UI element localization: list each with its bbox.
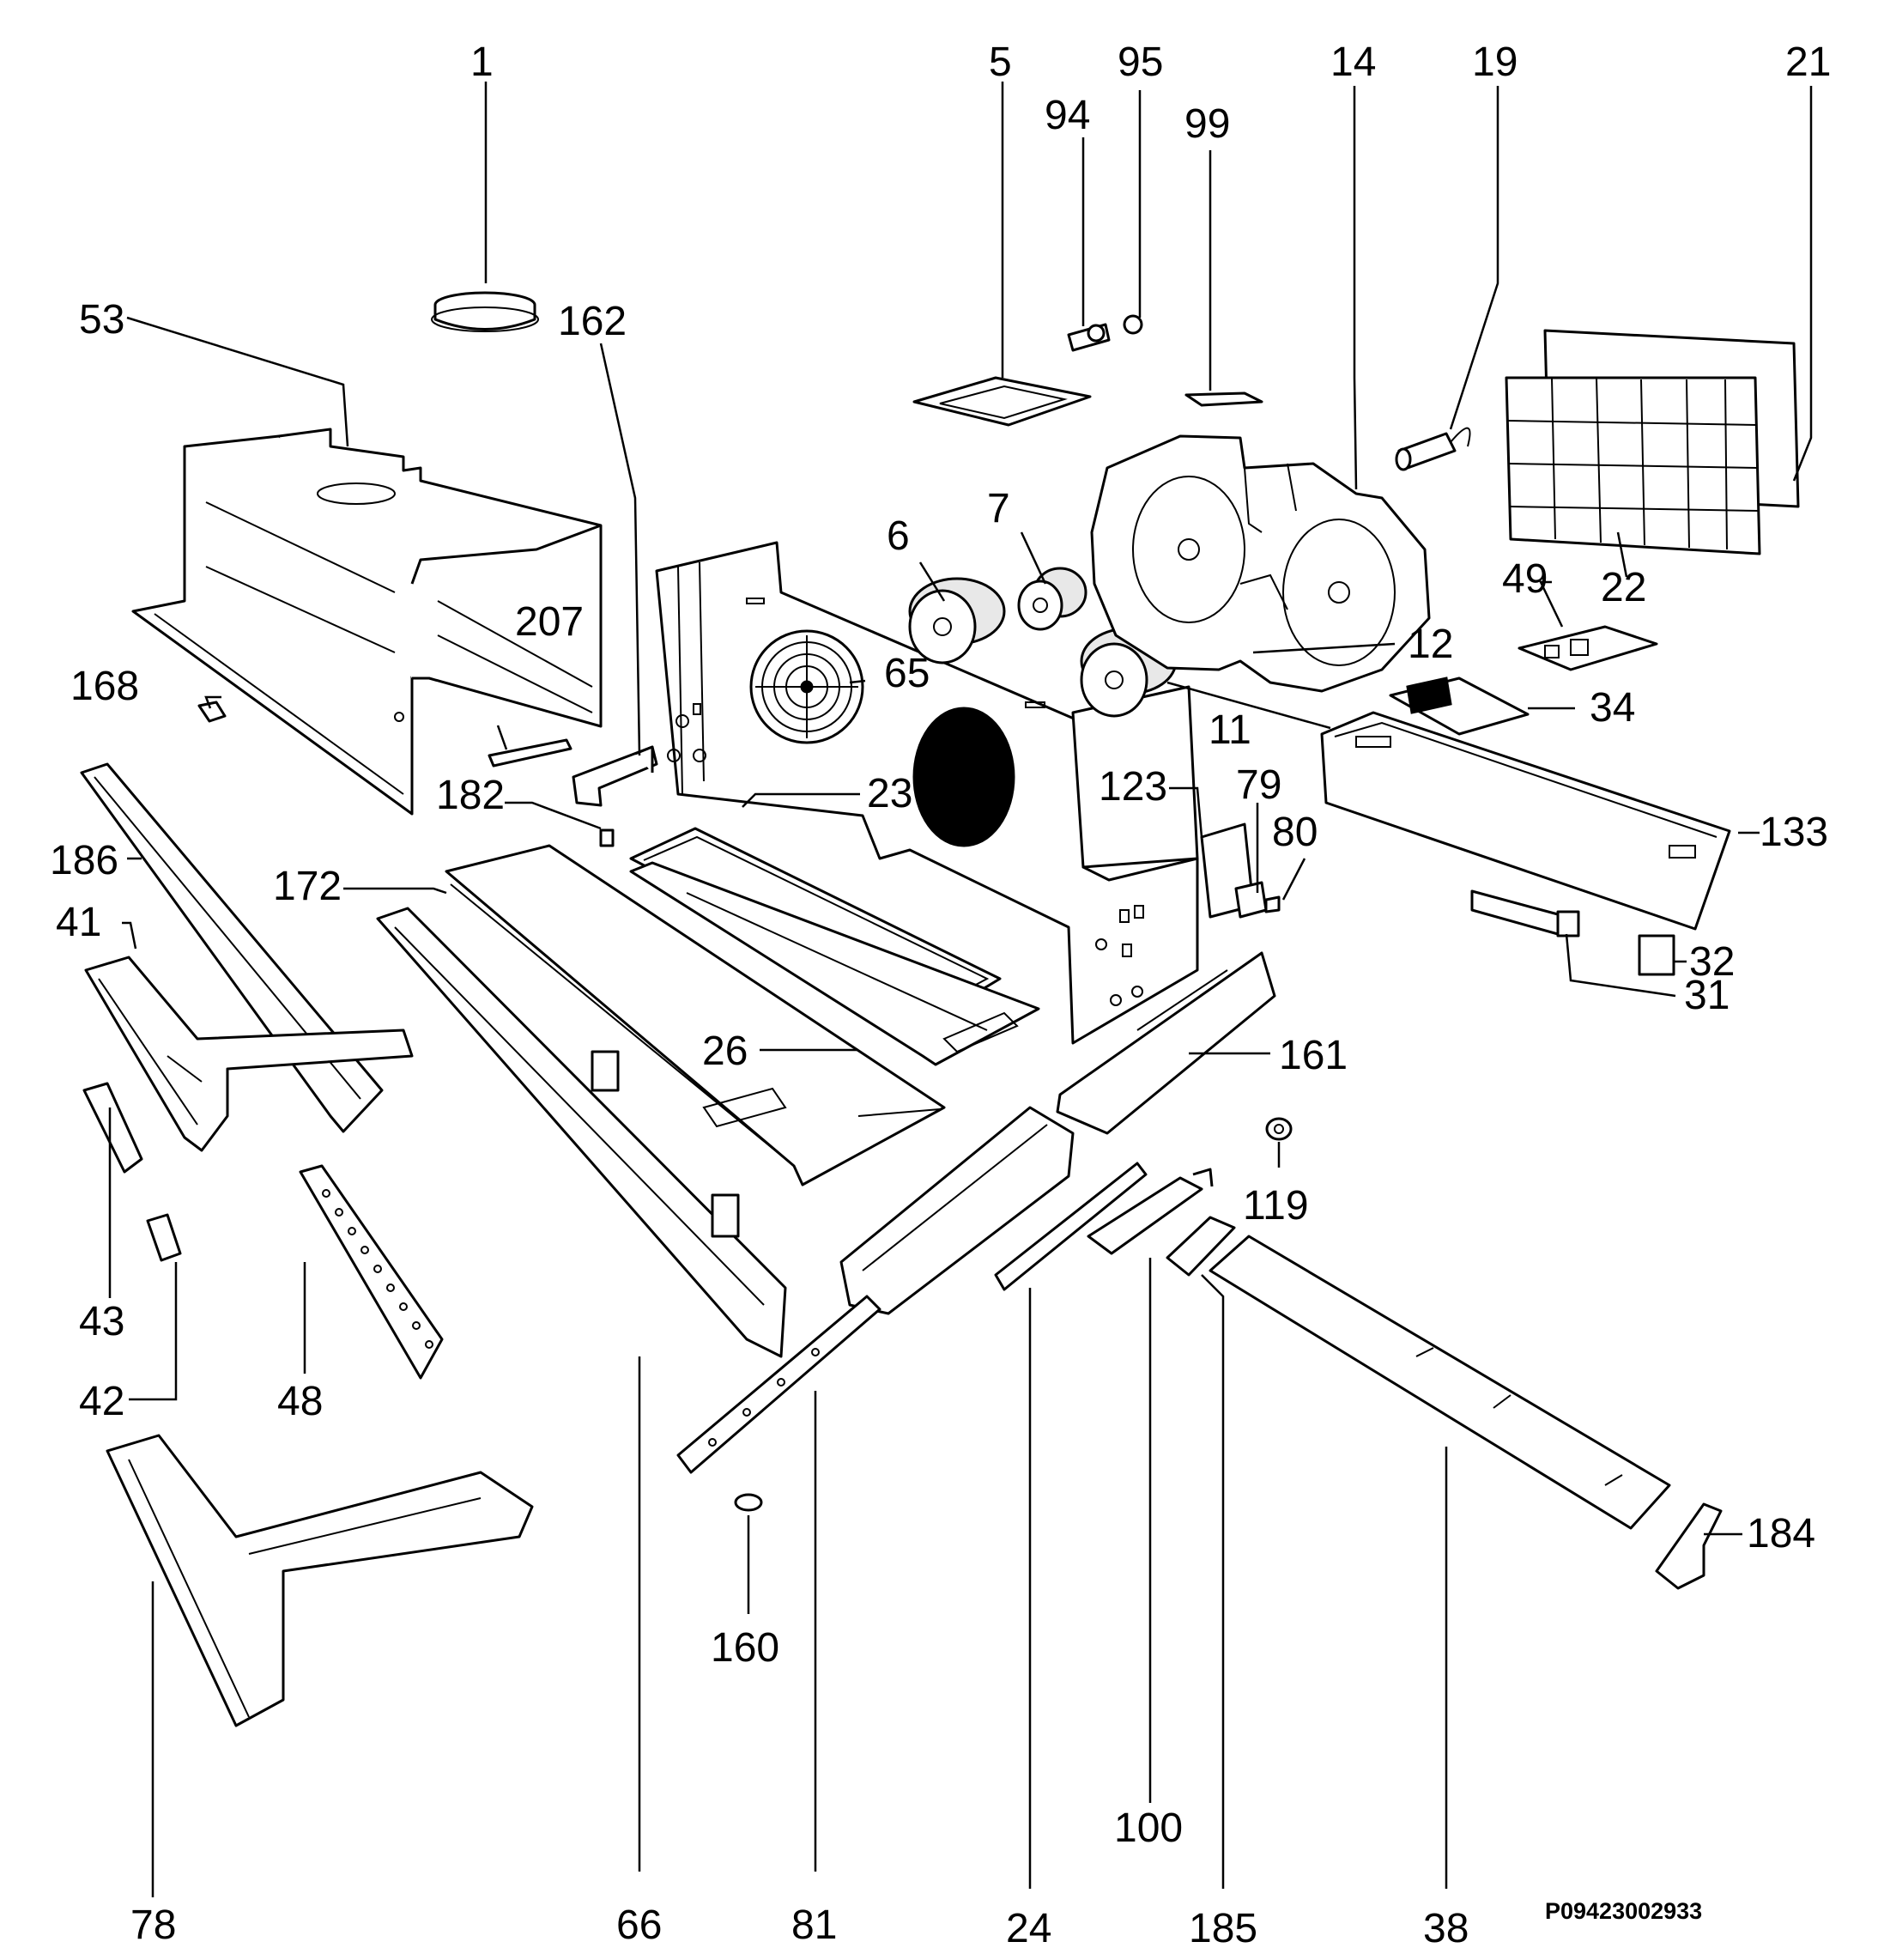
part-label: 34 [1590, 685, 1635, 731]
part-label: 133 [1760, 810, 1828, 855]
part-100-drawing [1087, 1168, 1214, 1255]
part-161-drawing [1056, 951, 1276, 1135]
part-label: 43 [79, 1299, 124, 1344]
part-162-drawing [572, 745, 658, 807]
part-label: 22 [1601, 565, 1646, 610]
part-1-drawing [431, 291, 539, 332]
part-label: 184 [1747, 1511, 1815, 1556]
part-label: 80 [1272, 810, 1318, 855]
leader-lines [108, 82, 1813, 1897]
fan-housing-frame-drawing [655, 541, 1199, 1045]
part-label: 26 [702, 1029, 748, 1074]
part-label: 32 [1689, 939, 1735, 985]
part-label: 48 [277, 1379, 323, 1424]
part-14-drawing [1090, 434, 1431, 693]
part-label: 207 [515, 599, 584, 645]
part-185-drawing [1166, 1216, 1236, 1277]
part-168-drawing [197, 701, 227, 723]
part-label: 185 [1189, 1906, 1257, 1951]
part-number-labels: 1 5 94 95 99 14 19 21 53 162 6 7 22 207 … [50, 39, 1831, 1951]
part-19-drawing [1395, 427, 1471, 471]
part-66-drawing [839, 1106, 1075, 1315]
part-label: 42 [79, 1379, 124, 1424]
switch-parts-drawing [1200, 822, 1281, 919]
clip-parts-drawing [82, 1082, 182, 1262]
part-label: 24 [1006, 1906, 1051, 1951]
part-119-drawing [1265, 1117, 1293, 1141]
part-label: 94 [1045, 93, 1090, 138]
small-parts-top-drawing [1067, 314, 1263, 407]
part-label: 41 [56, 900, 101, 945]
part-label: 95 [1118, 39, 1163, 85]
part-26-drawing [629, 861, 1040, 1066]
part-label: 172 [273, 864, 342, 909]
part-label: 1 [470, 39, 494, 85]
part-label: 168 [70, 664, 139, 709]
part-label: 66 [616, 1902, 662, 1948]
part-182-drawing [599, 828, 615, 847]
part-label: 11 [1209, 707, 1251, 753]
left-channel-drawing [376, 907, 787, 1358]
part-172-drawing [445, 844, 946, 1186]
part-label: 81 [791, 1902, 837, 1948]
part-186-drawing [80, 762, 384, 1133]
part-label: 79 [1236, 762, 1281, 808]
part-160-drawing [734, 1493, 763, 1512]
part-label: 100 [1114, 1805, 1183, 1851]
part-5-drawing [912, 376, 1092, 427]
part-label: 161 [1279, 1033, 1348, 1078]
part-38-drawing [1209, 1235, 1671, 1530]
part-label: 162 [558, 299, 627, 344]
circuit-parts-drawing [1389, 625, 1658, 736]
part-label: 160 [711, 1625, 779, 1671]
part-53-drawing [131, 428, 603, 816]
part-label: 123 [1099, 764, 1167, 810]
part-label: 38 [1423, 1906, 1469, 1951]
part-label: 65 [884, 651, 930, 696]
part-label: 31 [1684, 973, 1730, 1018]
part-48-drawing [299, 1164, 444, 1380]
part-label: 7 [987, 486, 1010, 531]
part-label: 23 [867, 771, 912, 816]
part-label: 21 [1785, 39, 1831, 85]
part-label: 53 [79, 297, 124, 343]
part-81-drawing [676, 1295, 881, 1474]
part-label: 99 [1184, 101, 1230, 147]
part-133-drawing [1320, 711, 1731, 931]
part-label: 6 [887, 513, 910, 559]
part-label: 19 [1472, 39, 1518, 85]
filter-parts-drawing [1505, 329, 1800, 555]
part-label: 12 [1408, 622, 1453, 667]
part-207-drawing [488, 738, 572, 768]
part-label: 14 [1330, 39, 1376, 85]
part-78-drawing [106, 1434, 534, 1727]
drawing-code: P09423002933 [1545, 1898, 1702, 1924]
part-24-drawing [994, 1162, 1148, 1291]
part-label: 49 [1502, 556, 1548, 602]
part-label: 78 [130, 1902, 176, 1948]
part-label: 5 [989, 39, 1012, 85]
part-label: 119 [1243, 1183, 1309, 1229]
part-label: 182 [436, 773, 505, 818]
part-184-drawing [1655, 1502, 1723, 1590]
part-label: 186 [50, 838, 118, 883]
part-41-drawing [84, 956, 414, 1152]
connector-parts-drawing [1470, 889, 1675, 976]
